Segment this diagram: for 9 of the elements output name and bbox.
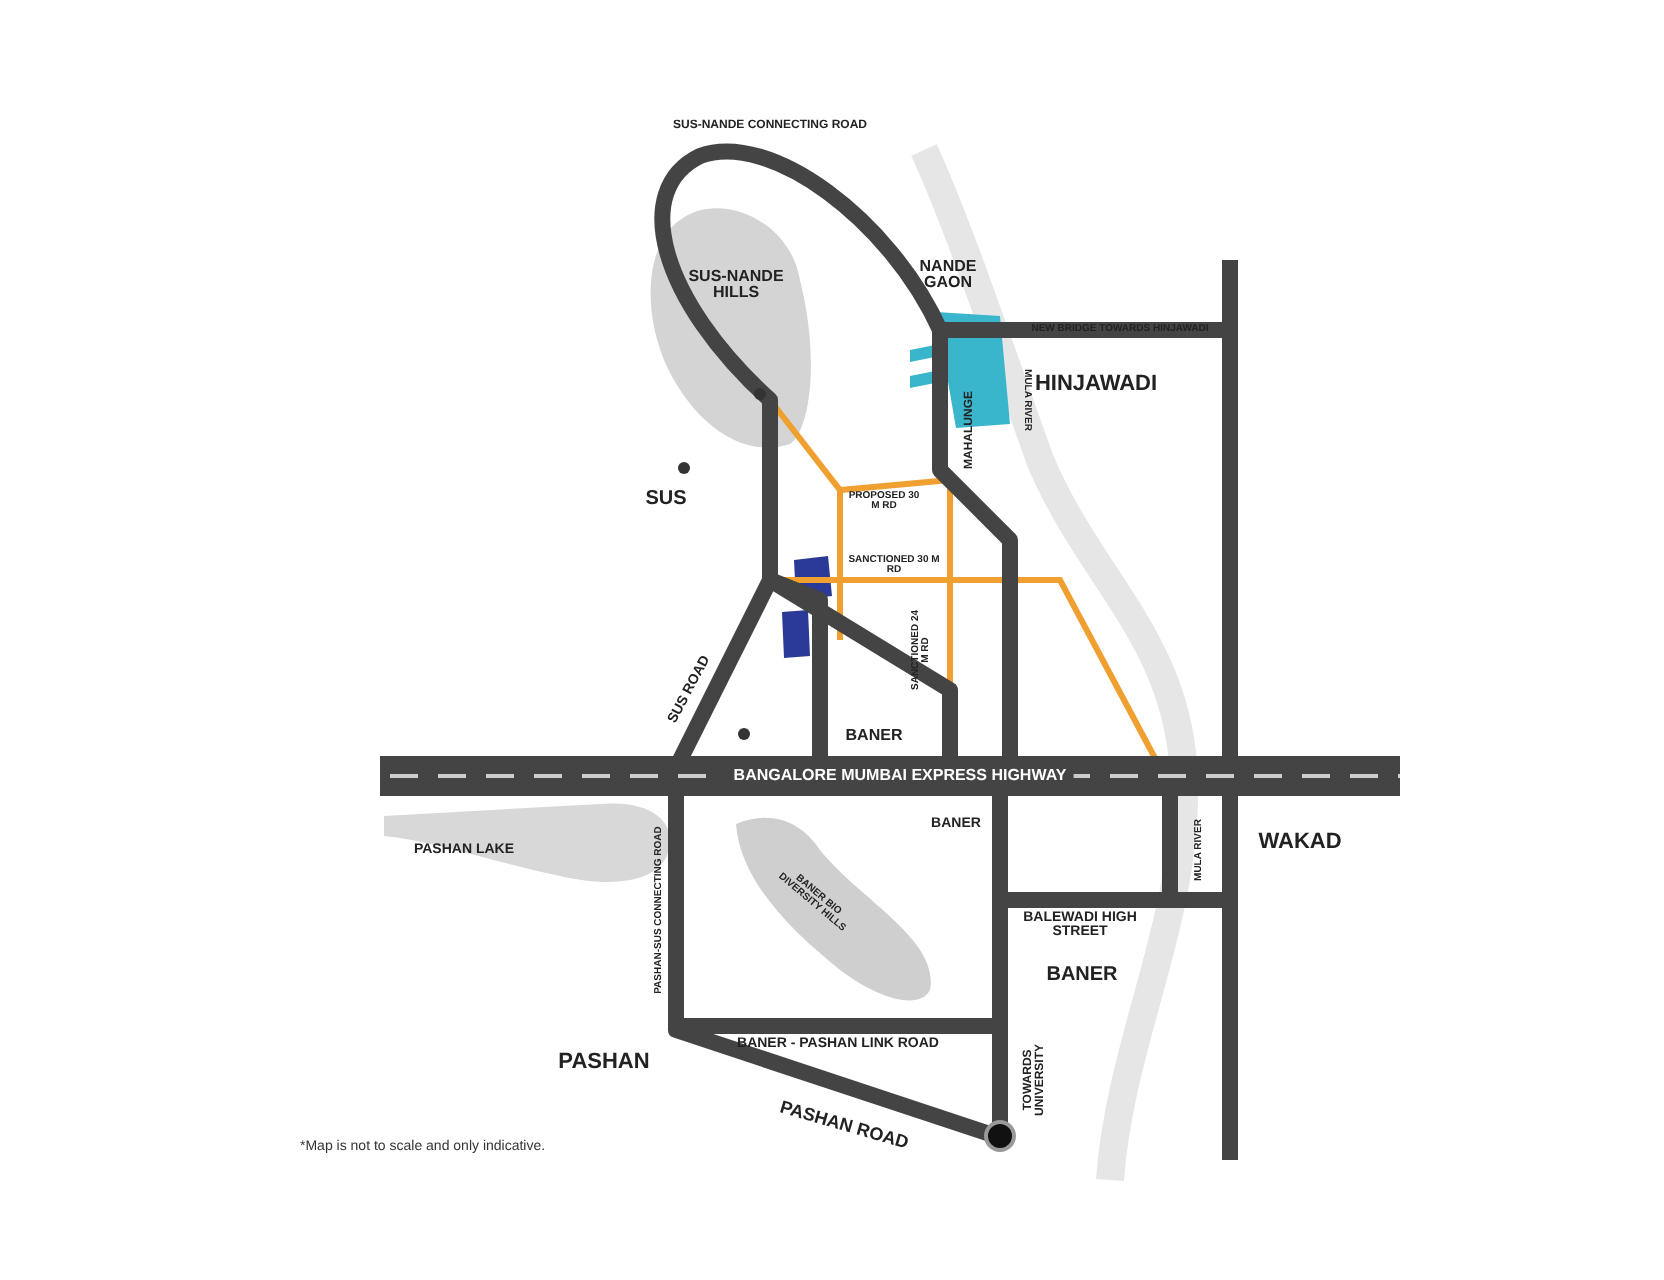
- highway-name: BANGALORE MUMBAI EXPRESS HIGHWAY: [725, 765, 1075, 787]
- place-name: WAKAD: [1258, 832, 1342, 856]
- place-name: SUS-NANDE HILLS: [686, 269, 786, 303]
- place-name: BANER: [845, 727, 903, 745]
- place-name: PASHAN: [558, 1052, 650, 1076]
- place-name: SUS: [645, 489, 687, 511]
- place-name: HINJAWADI: [1034, 374, 1158, 398]
- place-name: BANER: [1046, 965, 1118, 987]
- place-name: NANDE GAON: [917, 259, 979, 293]
